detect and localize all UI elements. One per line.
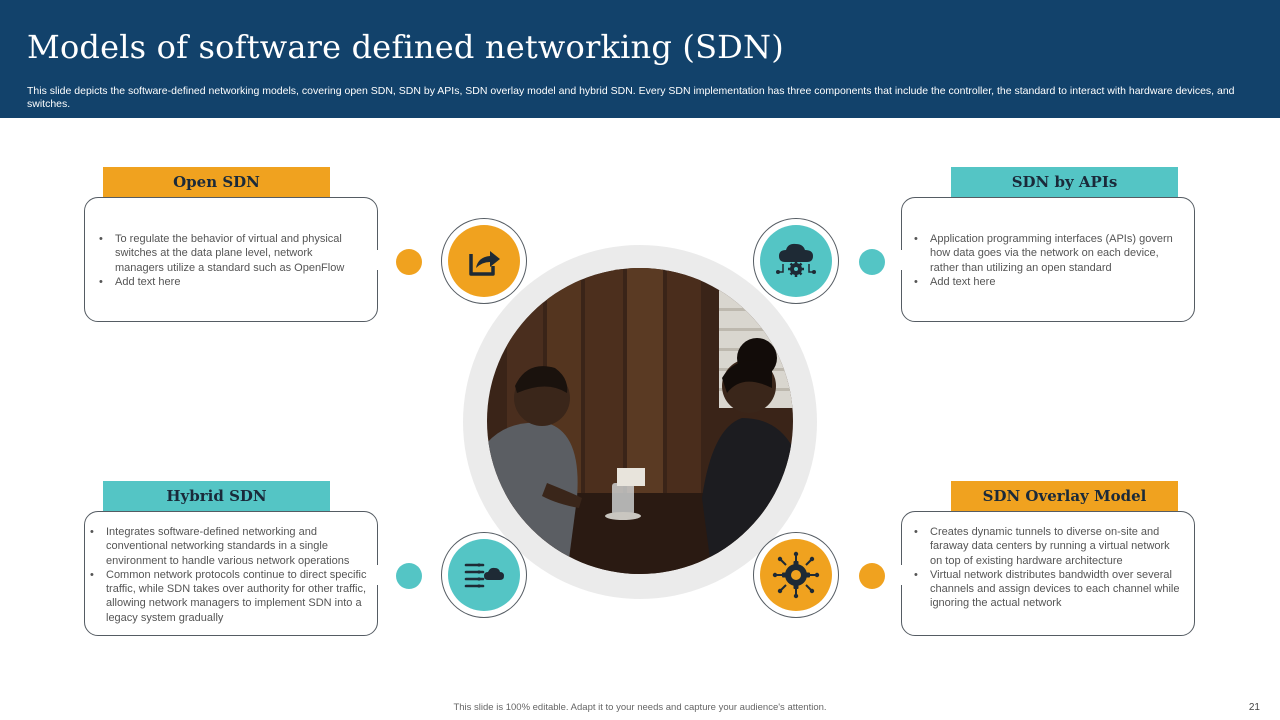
connector-gap <box>889 565 909 585</box>
share-icon <box>448 225 520 297</box>
footer-note: This slide is 100% editable. Adapt it to… <box>453 702 827 713</box>
sdn-overlay-box: Creates dynamic tunnels to diverse on-si… <box>901 511 1195 636</box>
sdn-overlay-bullet: Creates dynamic tunnels to diverse on-si… <box>914 525 1184 568</box>
open-sdn-bullet: Add text here <box>99 275 363 290</box>
open-sdn-bullet: To regulate the behavior of virtual and … <box>99 232 363 275</box>
sdn-by-apis-bullet: Add text here <box>914 275 1182 290</box>
gear-network-icon <box>760 539 832 611</box>
slide-title: Models of software defined networking (S… <box>27 28 784 66</box>
sdn-by-apis-box: Application programming interfaces (APIs… <box>901 197 1195 322</box>
connector-gap <box>372 565 392 585</box>
hybrid-sdn-connector-dot <box>396 563 422 589</box>
hybrid-sdn-tag: Hybrid SDN <box>103 481 330 511</box>
sdn-by-apis-connector-dot <box>859 249 885 275</box>
connector-gap <box>372 250 392 270</box>
sdn-by-apis-tag: SDN by APIs <box>951 167 1178 197</box>
hybrid-sdn-bullet: Integrates software-defined networking a… <box>90 525 373 568</box>
open-sdn-tag: Open SDN <box>103 167 330 197</box>
open-sdn-title: Open SDN <box>173 173 260 191</box>
sdn-by-apis-bullets: Application programming interfaces (APIs… <box>902 198 1194 289</box>
sdn-overlay-bullets: Creates dynamic tunnels to diverse on-si… <box>902 512 1194 611</box>
server-cloud-icon <box>448 539 520 611</box>
page-number: 21 <box>1248 702 1260 713</box>
cloud-network-icon <box>760 225 832 297</box>
sdn-overlay-title: SDN Overlay Model <box>982 487 1147 505</box>
sdn-overlay-bullet: Virtual network distributes bandwidth ov… <box>914 568 1184 611</box>
open-sdn-box: To regulate the behavior of virtual and … <box>84 197 378 322</box>
sdn-overlay-tag: SDN Overlay Model <box>951 481 1178 511</box>
open-sdn-connector-dot <box>396 249 422 275</box>
sdn-overlay-connector-dot <box>859 563 885 589</box>
slide-subtitle: This slide depicts the software-defined … <box>27 85 1235 110</box>
sdn-by-apis-bullet: Application programming interfaces (APIs… <box>914 232 1182 275</box>
hybrid-sdn-title: Hybrid SDN <box>166 487 267 505</box>
hybrid-sdn-bullets: Integrates software-defined networking a… <box>85 512 377 625</box>
sdn-by-apis-title: SDN by APIs <box>1011 173 1118 191</box>
meeting-photo <box>487 268 793 574</box>
hybrid-sdn-bullet: Common network protocols continue to dir… <box>90 568 373 625</box>
hybrid-sdn-box: Integrates software-defined networking a… <box>84 511 378 636</box>
open-sdn-bullets: To regulate the behavior of virtual and … <box>85 198 377 289</box>
header-banner: Models of software defined networking (S… <box>0 0 1280 118</box>
connector-gap <box>889 250 909 270</box>
